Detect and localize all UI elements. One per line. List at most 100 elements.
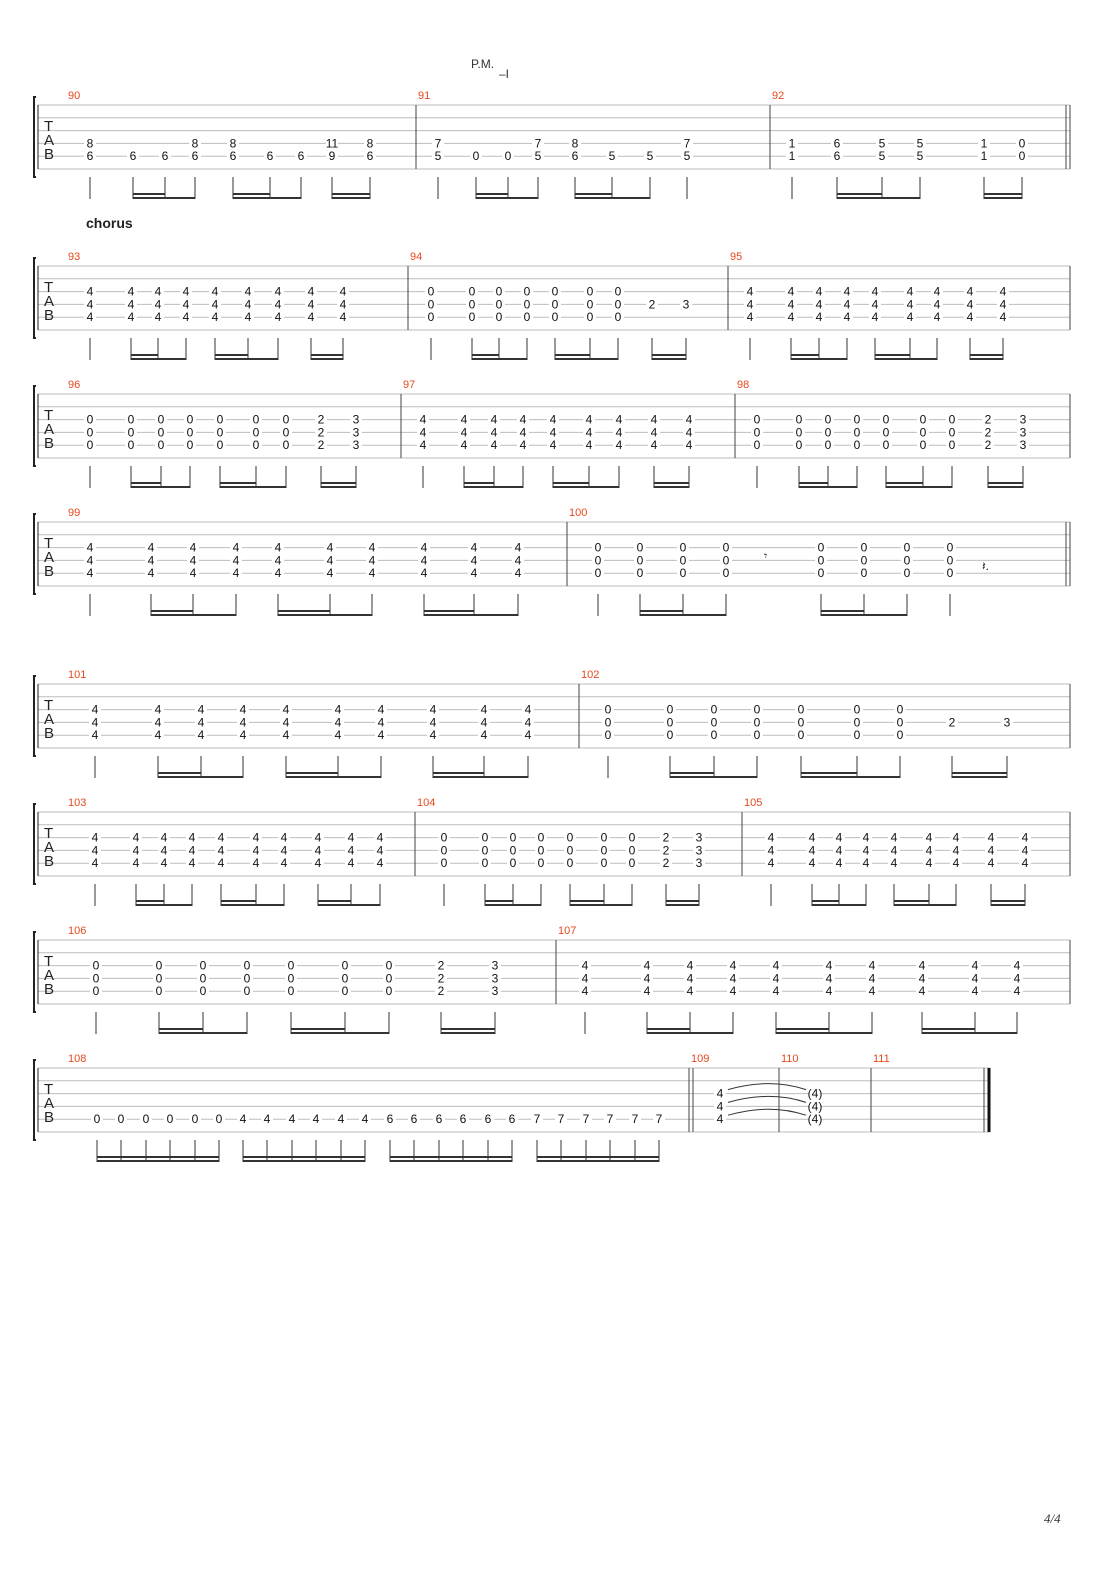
- fret-number: 4: [891, 843, 898, 857]
- fret-number: 5: [879, 149, 886, 163]
- tie-arc: [727, 1095, 807, 1103]
- fret-mask: [660, 831, 672, 844]
- fret-mask: [648, 426, 660, 439]
- fret-mask: [84, 554, 96, 567]
- beam: [424, 610, 474, 612]
- fret-mask: [417, 413, 429, 426]
- fret-mask: [823, 959, 835, 972]
- fret-mask: [584, 298, 596, 311]
- fret-mask: [432, 150, 444, 163]
- fret-number: (4): [808, 1099, 823, 1113]
- fret-number: 0: [754, 413, 761, 427]
- fret-mask: [549, 298, 561, 311]
- fret-mask: [507, 857, 519, 870]
- fret-number: 3: [1020, 413, 1027, 427]
- tab-clef-letter: B: [44, 307, 54, 324]
- fret-mask: [535, 831, 547, 844]
- beam: [441, 1028, 495, 1030]
- fret-number: 4: [717, 1099, 724, 1113]
- fret-mask: [458, 413, 470, 426]
- fret-number: 4: [133, 831, 140, 845]
- fret-mask: [684, 959, 696, 972]
- fret-mask: [280, 413, 292, 426]
- fret-mask: [813, 285, 825, 298]
- fret-number: 0: [798, 703, 805, 717]
- fret-mask: [197, 972, 209, 985]
- fret-mask: [521, 298, 533, 311]
- fret-mask: [84, 567, 96, 580]
- fret-mask: [125, 426, 137, 439]
- fret-mask: [312, 831, 324, 844]
- fret-mask: [417, 426, 429, 439]
- fret-number: 0: [595, 553, 602, 567]
- beam: [666, 900, 699, 902]
- fret-number: 0: [861, 566, 868, 580]
- fret-mask: [653, 1113, 665, 1126]
- fret-number: 7: [632, 1112, 639, 1126]
- fret-mask: [272, 285, 284, 298]
- beam: [332, 193, 370, 195]
- tab-system: TAB9600000000000000000000022233397444444…: [33, 379, 1071, 488]
- fret-number: 4: [717, 1112, 724, 1126]
- fret-mask: [468, 541, 480, 554]
- fret-number: 0: [904, 566, 911, 580]
- fret-mask: [946, 716, 958, 729]
- fret-number: 4: [348, 831, 355, 845]
- beam: [390, 1160, 512, 1162]
- fret-mask: [195, 729, 207, 742]
- fret-number: 0: [93, 984, 100, 998]
- fret-number: 6: [267, 149, 274, 163]
- beam: [151, 610, 193, 612]
- fret-mask: [521, 311, 533, 324]
- fret-mask: [84, 285, 96, 298]
- fret-number: 0: [587, 285, 594, 299]
- fret-number: 0: [510, 831, 517, 845]
- fret-number: 0: [587, 310, 594, 324]
- fret-number: 4: [275, 553, 282, 567]
- fret-mask: [315, 426, 327, 439]
- measure-number: 107: [558, 925, 576, 937]
- fret-mask: [978, 137, 990, 150]
- beam: [647, 1028, 690, 1030]
- tab-clef-letter: A: [44, 549, 54, 566]
- fret-number: 4: [872, 285, 879, 299]
- beam: [776, 1028, 829, 1030]
- fret-number: 0: [156, 959, 163, 973]
- fret-mask: [786, 137, 798, 150]
- fret-number: 4: [92, 703, 99, 717]
- fret-mask: [312, 857, 324, 870]
- fret-number: 0: [128, 425, 135, 439]
- fret-number: 7: [435, 136, 442, 150]
- fret-mask: [841, 298, 853, 311]
- fret-mask: [727, 985, 739, 998]
- fret-number: 8: [230, 136, 237, 150]
- fret-number: 4: [988, 831, 995, 845]
- fret-mask: [280, 716, 292, 729]
- fret-number: 4: [240, 1112, 247, 1126]
- fret-mask: [708, 703, 720, 716]
- measure-number: 95: [730, 251, 742, 263]
- fret-number: 4: [788, 297, 795, 311]
- fret-mask: [427, 729, 439, 742]
- fret-mask: [324, 567, 336, 580]
- fret-number: 4: [87, 566, 94, 580]
- fret-mask: [125, 413, 137, 426]
- fret-number: 4: [327, 566, 334, 580]
- fret-mask: [714, 1113, 726, 1126]
- fret-mask: [815, 554, 827, 567]
- fret-mask: [997, 311, 1009, 324]
- eighth-rest: 𝄾: [764, 549, 767, 563]
- fret-number: 0: [601, 831, 608, 845]
- fret-mask: [522, 703, 534, 716]
- fret-number: 4: [275, 566, 282, 580]
- fret-mask: [793, 439, 805, 452]
- fret-number: 4: [919, 984, 926, 998]
- fret-number: 0: [754, 438, 761, 452]
- fret-number: 4: [335, 728, 342, 742]
- fret-mask: [851, 703, 863, 716]
- fret-mask: [727, 959, 739, 972]
- fret-mask: [931, 298, 943, 311]
- fret-mask: [280, 703, 292, 716]
- fret-mask: [180, 311, 192, 324]
